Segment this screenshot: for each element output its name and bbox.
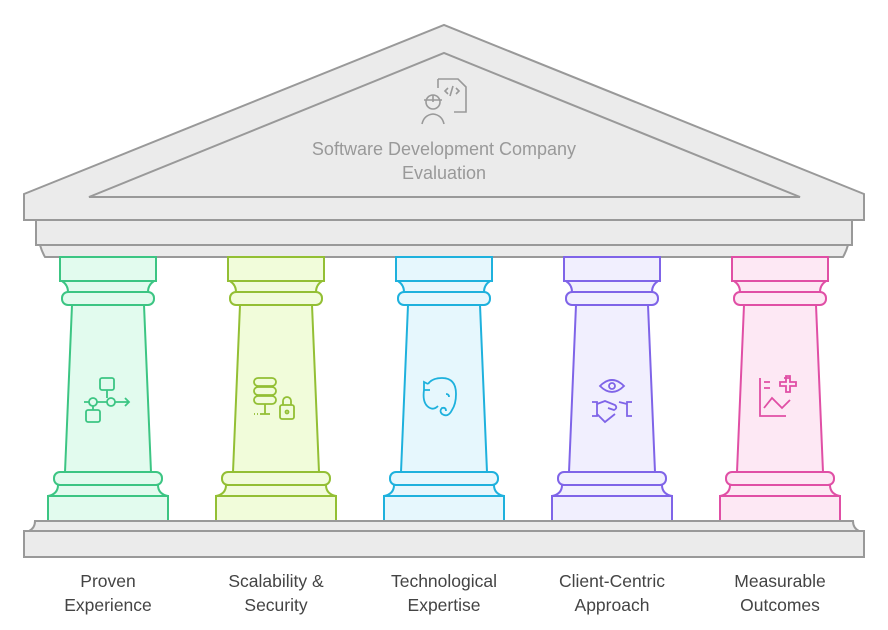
pillar-shaft [735, 304, 825, 473]
pillar-2 [215, 256, 337, 522]
pillar-5 [719, 256, 841, 522]
title-line1: Software Development Company [311, 139, 577, 159]
pillar-base-ring [53, 471, 163, 486]
base [23, 520, 865, 558]
pillar-neck [226, 280, 326, 293]
base-platform [23, 530, 865, 558]
pillar-capital [395, 256, 493, 282]
chart-plus-icon [759, 375, 797, 417]
pillar-collar [397, 291, 491, 306]
pillar-collar [565, 291, 659, 306]
pillar-shaft [399, 304, 489, 473]
pillar-collar [733, 291, 827, 306]
pillar-capital [731, 256, 829, 282]
pillar-label-line1: Proven [80, 571, 136, 591]
entablature [35, 219, 853, 246]
pillar-plinth [383, 495, 505, 522]
pillar-label-line1: Technological [390, 571, 498, 591]
eye-handshake-icon [592, 379, 632, 424]
pillar-neck [58, 280, 158, 293]
pillar-collar [229, 291, 323, 306]
pillar-capital [563, 256, 661, 282]
roof-inner-triangle [88, 51, 801, 198]
title-icon [421, 78, 467, 125]
pillar-label-line1: Measurable [734, 571, 826, 591]
code-brackets-icon [443, 85, 461, 97]
pillar-neck [562, 280, 662, 293]
pillar-shaft [63, 304, 153, 473]
pillar-plinth [47, 495, 169, 522]
pillar-1 [47, 256, 169, 522]
code-file-icon [437, 78, 467, 113]
pillar-neck [730, 280, 830, 293]
pillar-label-line2: Security [244, 595, 308, 615]
pillar-plinth [215, 495, 337, 522]
pillar-label-line1: Scalability & [228, 571, 324, 591]
pillar-4 [551, 256, 673, 522]
person-body-icon [421, 95, 445, 125]
pillar-foot [551, 484, 673, 497]
pillar-collar [61, 291, 155, 306]
pillar-plinth [551, 495, 673, 522]
pillar-base-ring [389, 471, 499, 486]
server-lock-icon [253, 377, 295, 420]
pillar-capital [227, 256, 325, 282]
elephant-icon [422, 377, 457, 417]
pillar-capital [59, 256, 157, 282]
pillar-label-line2: Approach [574, 595, 650, 615]
pillar-label-line2: Outcomes [740, 595, 820, 615]
pillar-foot [47, 484, 169, 497]
pillar-foot [383, 484, 505, 497]
pillar-label-line2: Experience [64, 595, 152, 615]
pillar-foot [215, 484, 337, 497]
base-step [28, 520, 860, 532]
pillar-foot [719, 484, 841, 497]
pillar-plinth [719, 495, 841, 522]
pillar-label: Scalability & Security [196, 569, 356, 617]
pillar-neck [394, 280, 494, 293]
pillar-3 [383, 256, 505, 522]
temple-title: Software Development Company Evaluation [244, 137, 644, 185]
pillar-base-ring [557, 471, 667, 486]
pillar-label-line2: Expertise [407, 595, 481, 615]
workflow-icon [84, 377, 131, 423]
pillar-label-line1: Client-Centric [559, 571, 665, 591]
title-line2: Evaluation [401, 163, 487, 183]
architrave [38, 244, 850, 258]
pillar-base-ring [221, 471, 331, 486]
pillar-base-ring [725, 471, 835, 486]
